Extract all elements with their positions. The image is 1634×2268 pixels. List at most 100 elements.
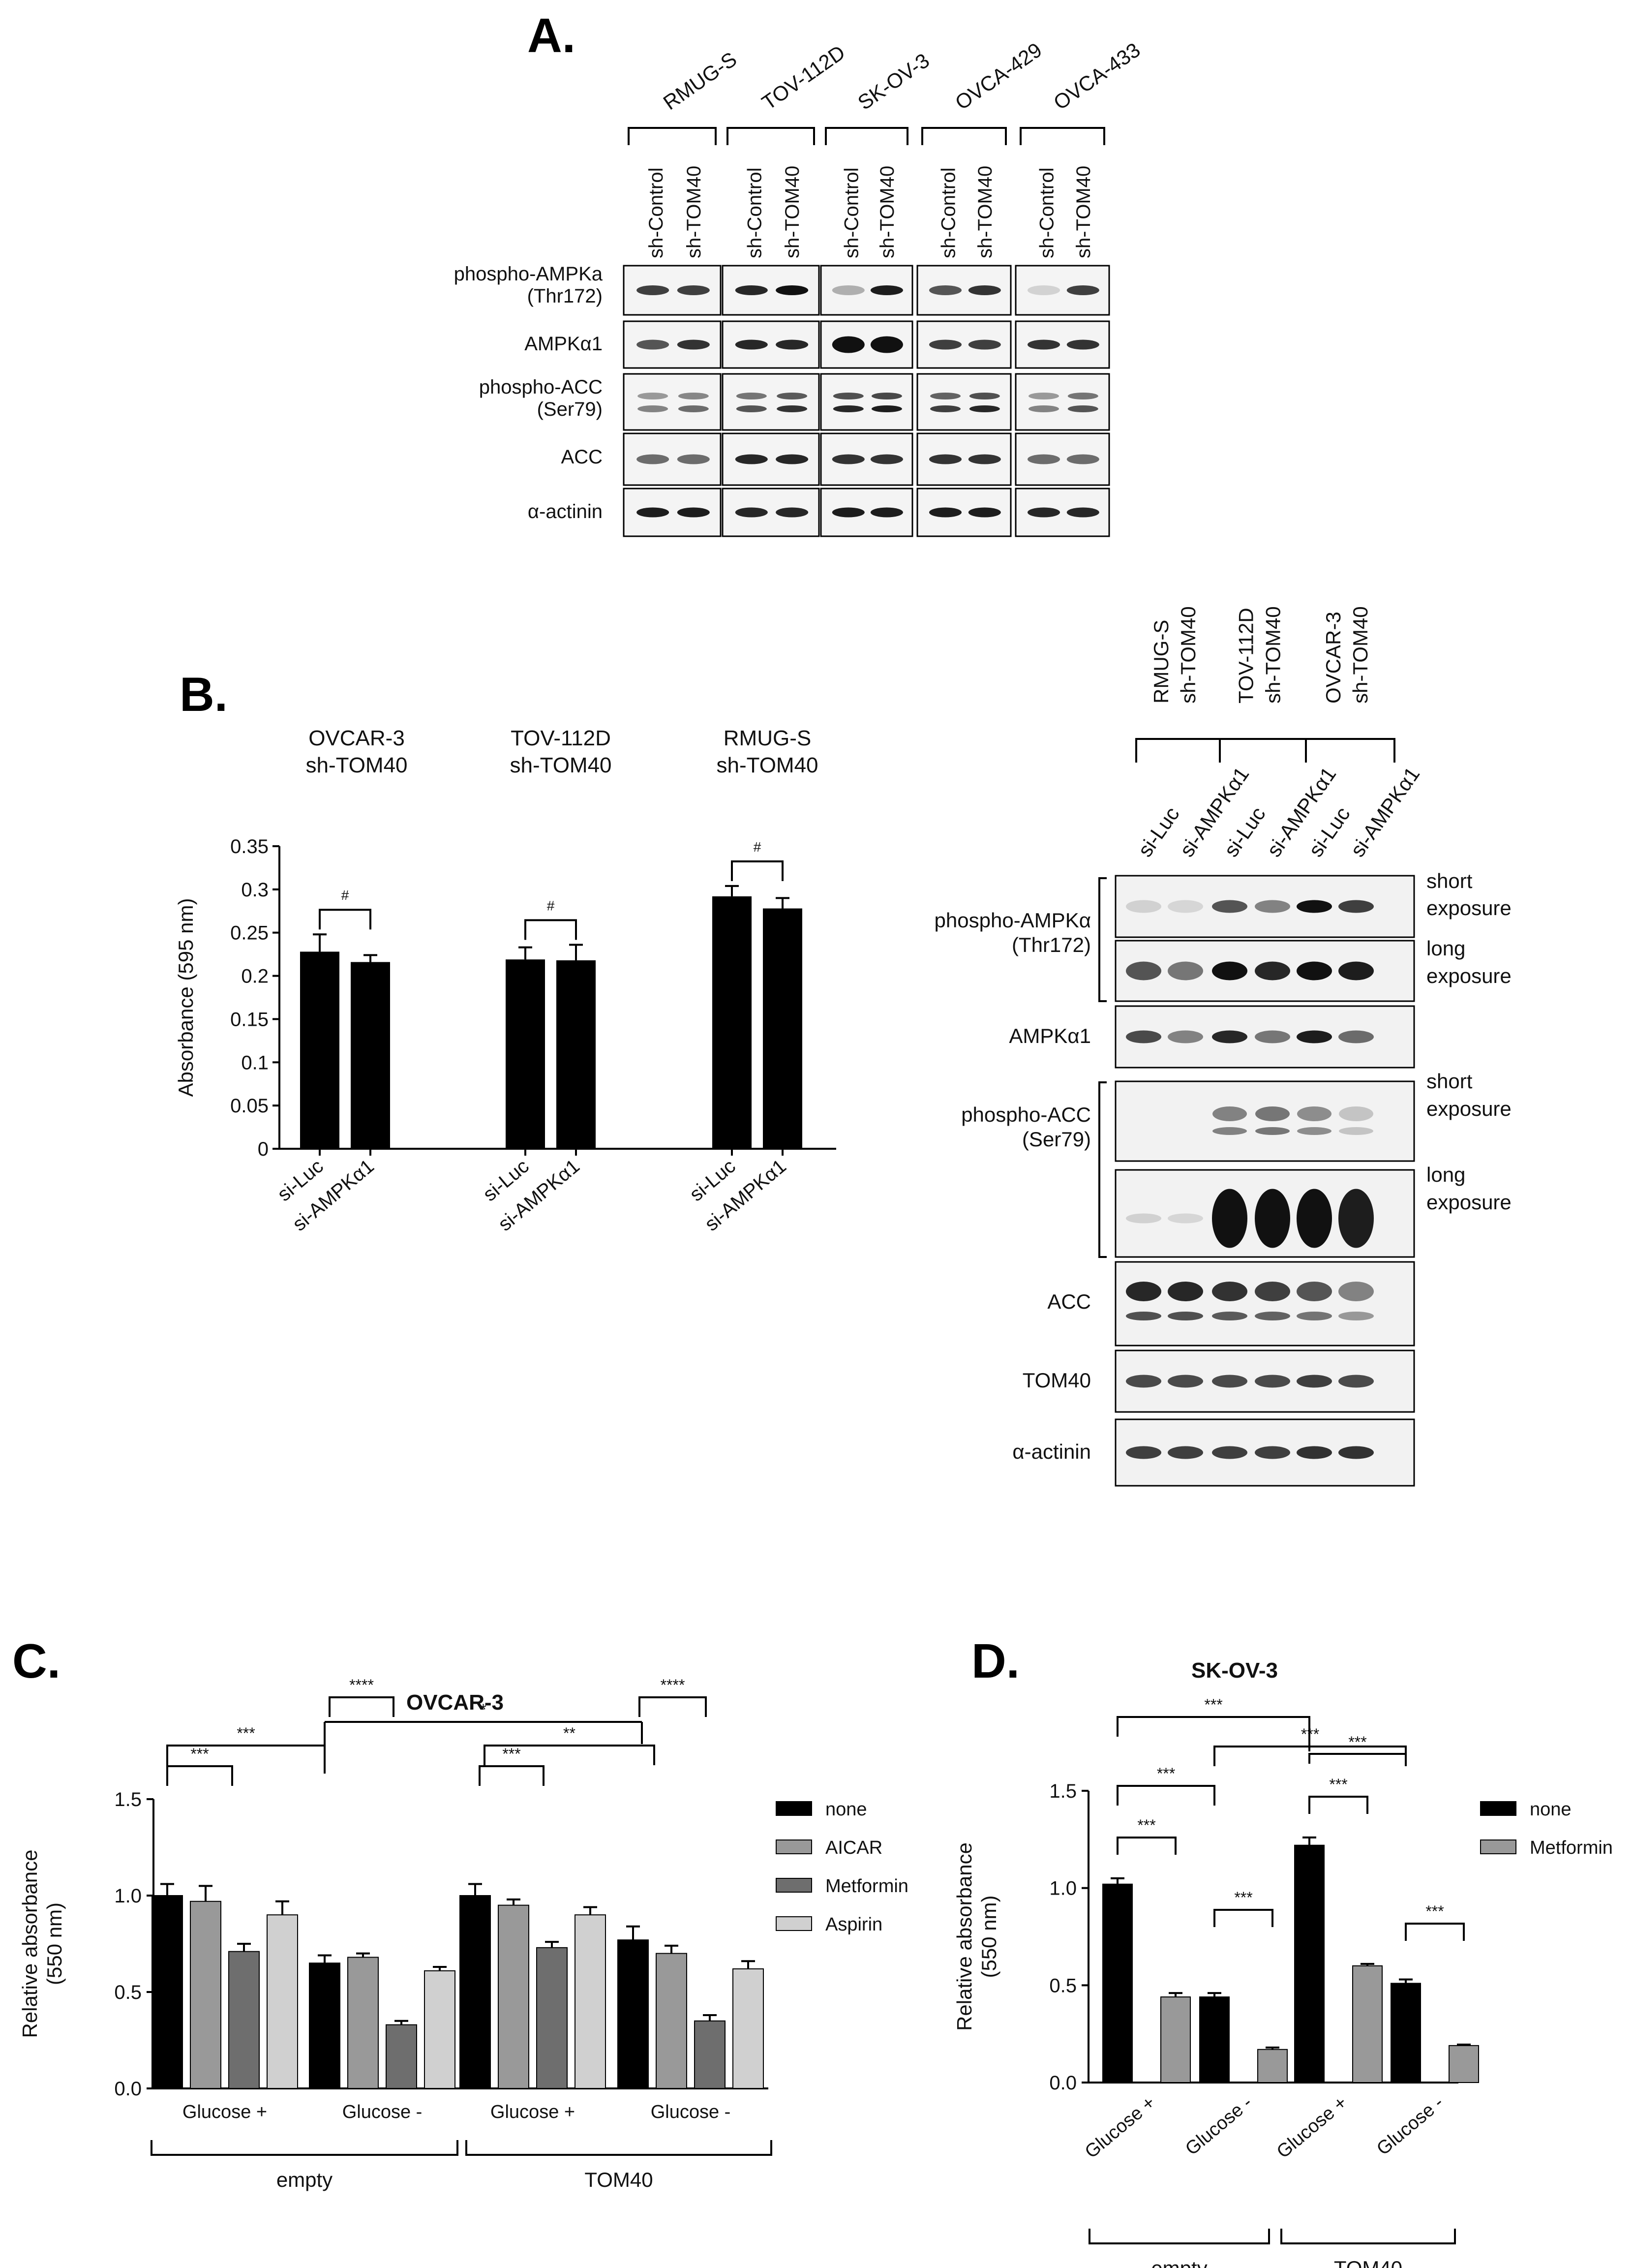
- blot-band: [735, 454, 768, 464]
- significance-mark: *: [480, 1701, 486, 1718]
- y-tick-label: 0.5: [1049, 1975, 1077, 1996]
- group-label: RMUG-S: [1150, 620, 1173, 704]
- bar: [1199, 1996, 1230, 2083]
- blot-band: [776, 285, 809, 295]
- group-bracket: [151, 2140, 458, 2156]
- y-axis-label: Relative absorbance: [953, 1842, 976, 2031]
- blot-band: [1338, 1312, 1374, 1320]
- significance-bracket: [484, 1745, 655, 1765]
- group-bracket: [465, 2140, 772, 2156]
- blot-band: [1212, 1189, 1247, 1248]
- blot-band: [929, 454, 962, 464]
- blot-band: [1028, 454, 1060, 464]
- blot-band: [636, 339, 669, 350]
- x-tick-label: Glucose -: [1373, 2092, 1448, 2160]
- group-title: sh-TOM40: [510, 753, 611, 777]
- exposure-label: short: [1426, 869, 1473, 892]
- blot-band: [870, 285, 903, 295]
- legend-label: Aspirin: [825, 1914, 882, 1935]
- blot-band: [637, 405, 668, 412]
- group-title: sh-TOM40: [716, 753, 818, 777]
- blot-band: [930, 405, 961, 412]
- blot-band: [1339, 1106, 1373, 1121]
- blot-band: [1067, 405, 1098, 412]
- y-axis-label: (550 nm): [43, 1902, 66, 1985]
- legend-label: none: [825, 1799, 867, 1820]
- blot-band: [968, 285, 1001, 295]
- bar: [732, 1968, 764, 2089]
- group-label: sh-TOM40: [1177, 606, 1200, 704]
- blot-band: [1297, 1312, 1332, 1320]
- y-axis-label: (550 nm): [977, 1895, 1000, 1978]
- blot-box: [623, 373, 722, 431]
- blot-band: [1126, 1312, 1161, 1320]
- blot-band: [968, 339, 1001, 350]
- blot-band: [870, 454, 903, 464]
- legend-swatch: [776, 1878, 812, 1893]
- cell-line-bracket: [1020, 127, 1105, 145]
- blot-band: [1255, 1106, 1290, 1121]
- blot-band: [1168, 1030, 1203, 1043]
- bar: [228, 1951, 260, 2089]
- blot-band: [1168, 1375, 1203, 1388]
- significance-mark: #: [547, 898, 555, 913]
- bar: [712, 896, 752, 1149]
- x-tick-label: Glucose +: [490, 2102, 575, 2122]
- chart-title: OVCAR-3: [406, 1690, 504, 1715]
- blot-band: [636, 454, 669, 464]
- blot-band: [1212, 1312, 1247, 1320]
- group-bracket: [1135, 738, 1221, 763]
- bar: [190, 1900, 221, 2089]
- y-tick-label: 1.5: [114, 1789, 142, 1810]
- group-label: TOM40: [1334, 2257, 1402, 2268]
- group-label: TOM40: [584, 2168, 653, 2191]
- blot-band: [677, 285, 710, 295]
- blot-box: [820, 373, 913, 431]
- blot-band: [1066, 454, 1099, 464]
- blot-band: [832, 507, 865, 518]
- panel-a-label: A.: [527, 8, 575, 62]
- group-bracket: [1089, 2229, 1270, 2244]
- blot-band: [968, 507, 1001, 518]
- group-bracket: [1219, 738, 1307, 763]
- blot-band: [1126, 1282, 1161, 1301]
- blot-band: [1255, 1189, 1290, 1248]
- blot-row-label: phospho-ACC: [961, 1103, 1091, 1126]
- row-bracket: [1098, 877, 1107, 1002]
- panel-b-label: B.: [180, 667, 228, 721]
- blot-band: [1126, 1446, 1161, 1459]
- blot-row-label: phospho-ACC: [479, 376, 603, 398]
- blot-band: [1297, 1446, 1332, 1459]
- blot-band: [1338, 1375, 1374, 1388]
- bar: [498, 1904, 529, 2089]
- group-bracket: [1280, 2229, 1456, 2244]
- blot-band: [636, 507, 669, 518]
- blot-band: [1168, 961, 1203, 981]
- significance-mark: #: [754, 839, 761, 855]
- blot-band: [1168, 1282, 1203, 1301]
- group-label: empty: [1151, 2257, 1207, 2268]
- y-axis-label: Relative absorbance: [18, 1850, 41, 2038]
- blot-band: [1339, 1127, 1373, 1135]
- blot-band: [1297, 1106, 1331, 1121]
- blot-band: [1066, 339, 1099, 350]
- blot-band: [736, 405, 767, 412]
- cell-line-bracket: [921, 127, 1007, 145]
- lane-label: sh-Control: [841, 167, 862, 258]
- x-tick-label: Glucose +: [1081, 2092, 1159, 2163]
- bar: [267, 1914, 298, 2089]
- blot-row-label: AMPKα1: [524, 333, 603, 355]
- blot-row-label: ACC: [561, 446, 603, 468]
- legend-swatch: [1480, 1839, 1516, 1854]
- bar: [536, 1947, 568, 2089]
- group-bracket: [1305, 738, 1395, 763]
- significance-mark: ***: [502, 1745, 520, 1763]
- significance-bracket: [166, 1765, 233, 1786]
- blot-band: [1029, 405, 1059, 412]
- blot-band: [677, 454, 710, 464]
- blot-row-label: (Ser79): [1022, 1128, 1091, 1151]
- y-tick-label: 0.5: [114, 1982, 142, 2003]
- lane-label: sh-TOM40: [877, 166, 898, 258]
